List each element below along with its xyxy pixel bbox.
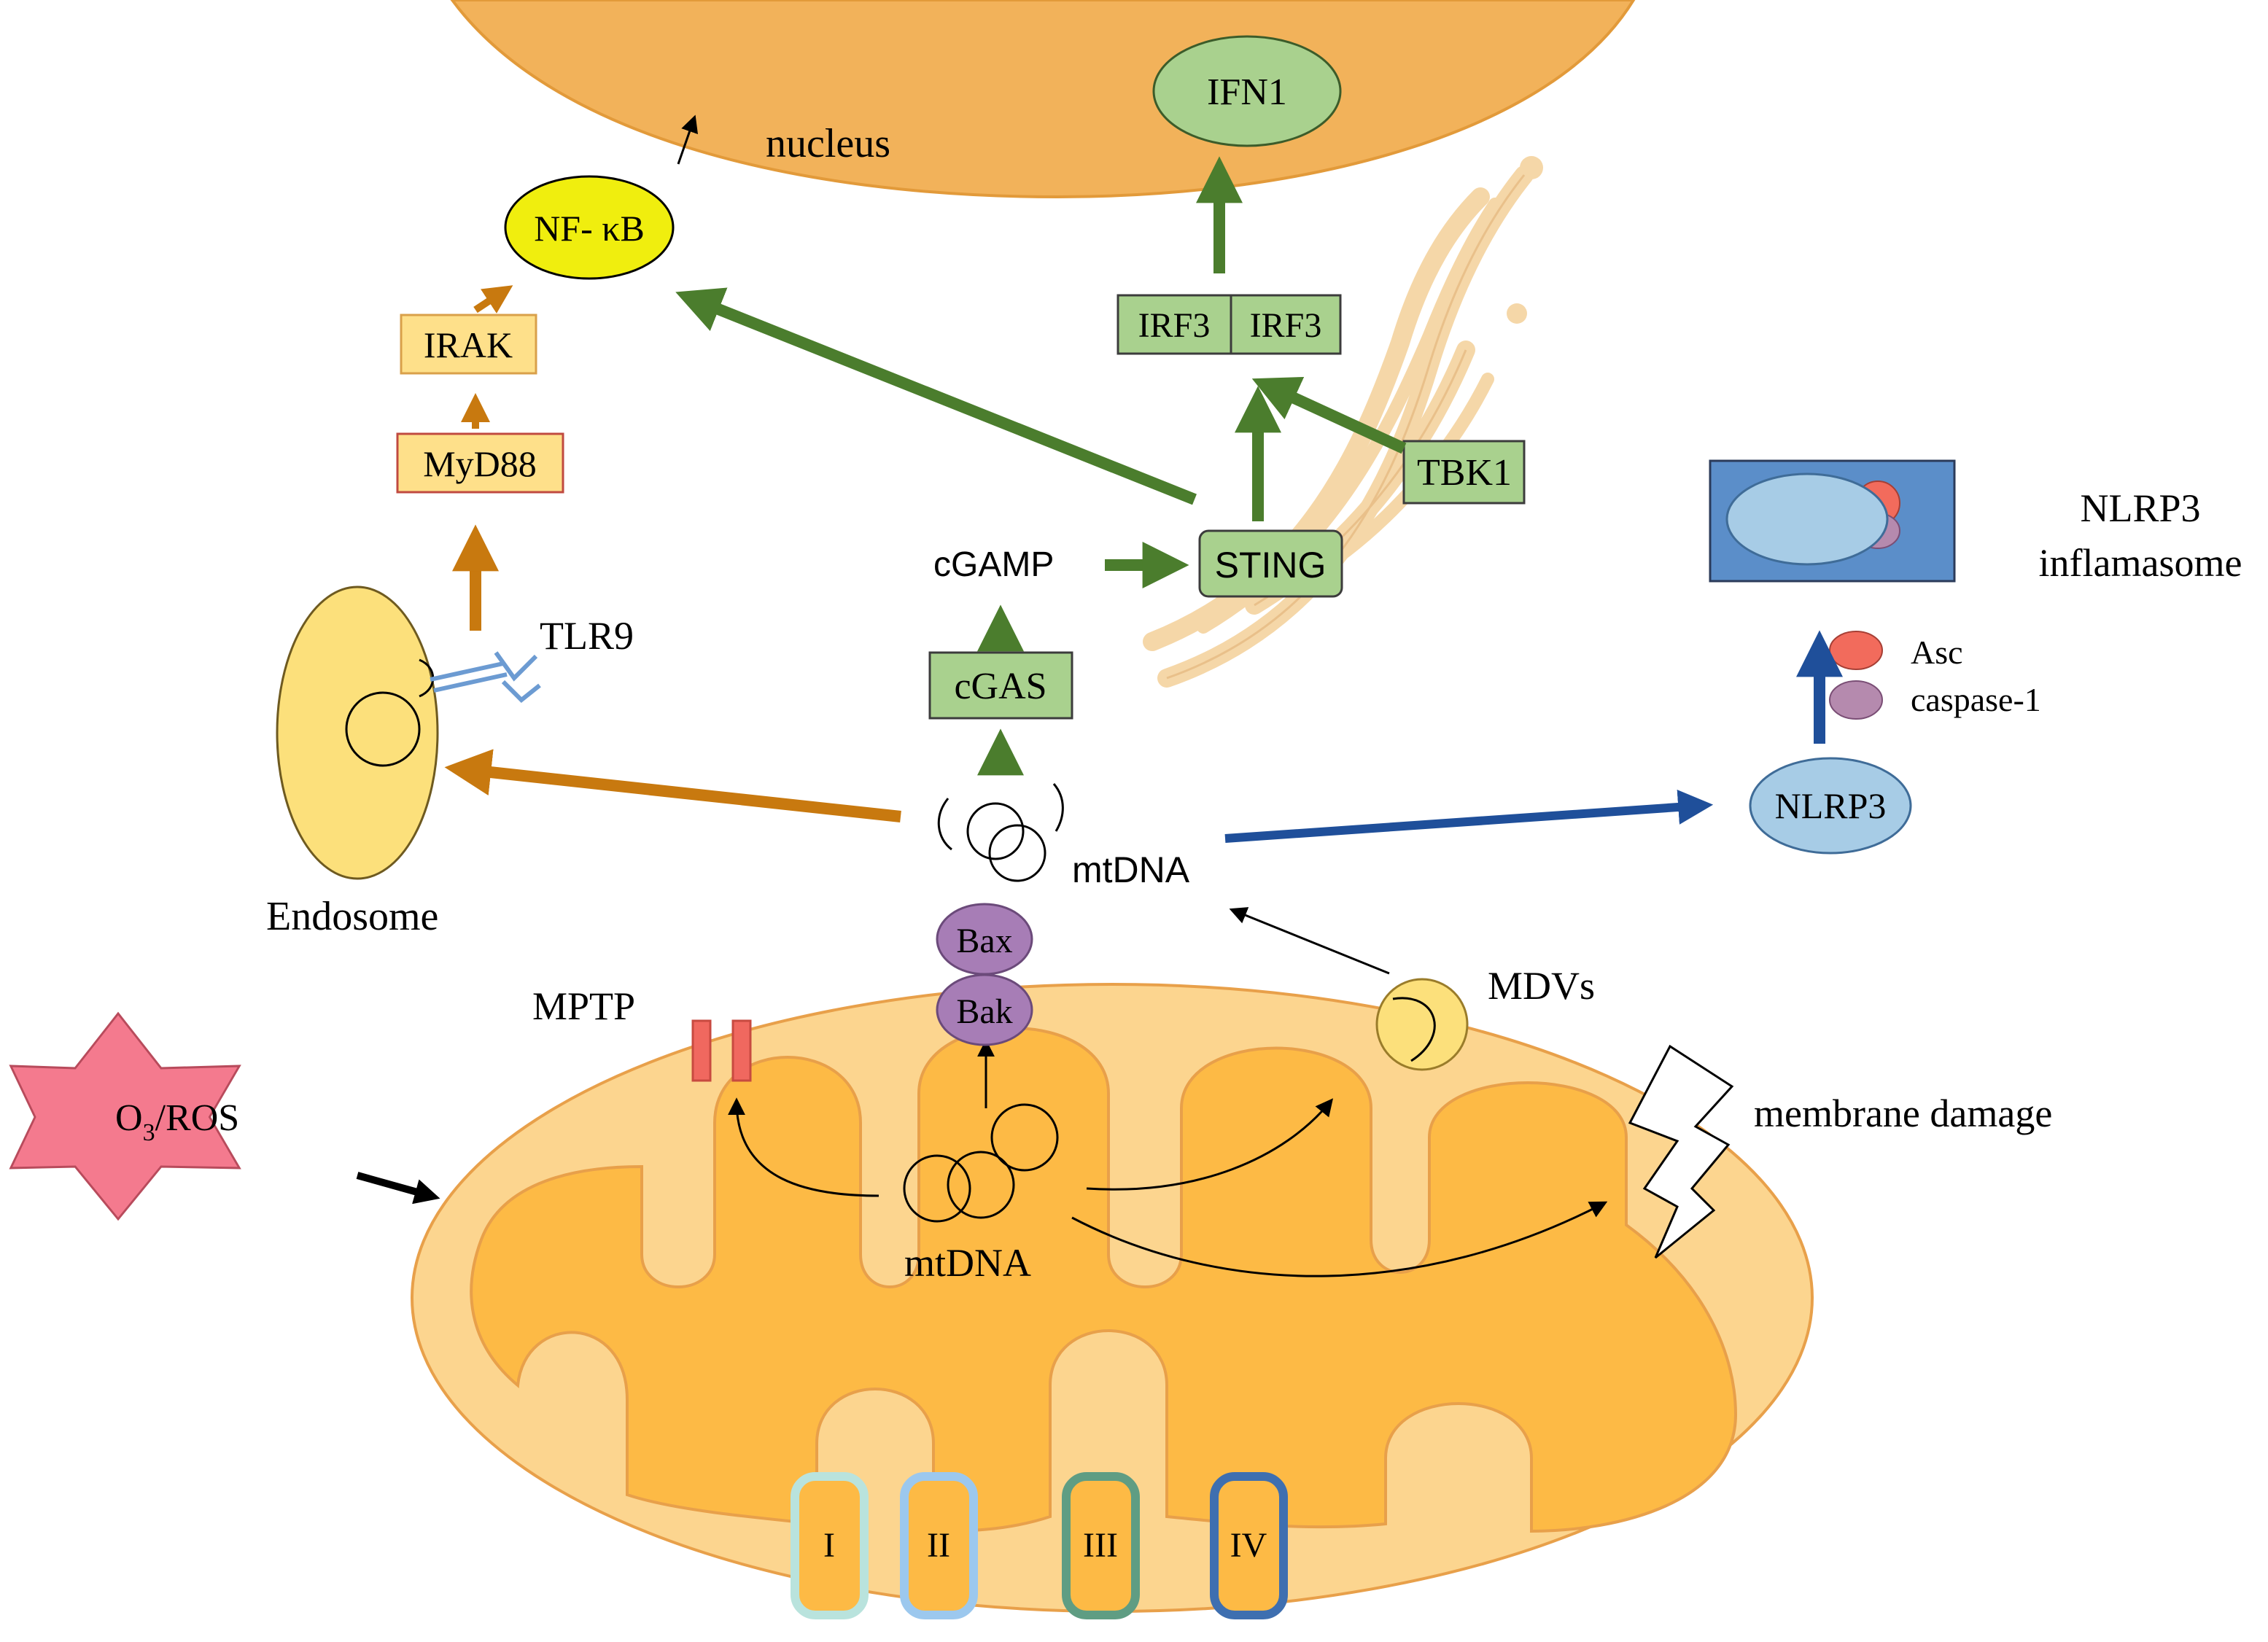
svg-text:NF- κB: NF- κB bbox=[534, 208, 645, 249]
membrane-damage-label: membrane damage bbox=[1754, 1092, 2052, 1135]
complex-iii: III bbox=[1062, 1472, 1140, 1619]
mitochondrion bbox=[411, 983, 1814, 1613]
svg-text:IRAK: IRAK bbox=[424, 324, 513, 365]
nucleus: nucleus bbox=[450, 0, 1636, 199]
endosome bbox=[276, 585, 439, 880]
svg-text:caspase-1: caspase-1 bbox=[1911, 681, 2041, 718]
asc-legend: Asc bbox=[1829, 631, 1963, 671]
ros-star: O3/ROS bbox=[9, 1011, 241, 1221]
svg-text:O3/ROS: O3/ROS bbox=[115, 1097, 239, 1146]
ros-label-sub: 3 bbox=[143, 1119, 155, 1146]
inflammasome-complex bbox=[1709, 459, 1956, 583]
complex-i: I bbox=[791, 1472, 869, 1619]
mptp-channel bbox=[691, 1019, 752, 1082]
mdvs-label: MDVs bbox=[1488, 964, 1595, 1008]
irf3-b-label: IRF3 bbox=[1250, 306, 1322, 345]
ifn1-node: IFN1 bbox=[1152, 35, 1342, 147]
caspase1-legend: caspase-1 bbox=[1829, 680, 2041, 720]
svg-text:II: II bbox=[927, 1526, 950, 1565]
svg-text:I: I bbox=[823, 1526, 835, 1565]
svg-text:Bax: Bax bbox=[956, 922, 1012, 960]
mtdna-mito bbox=[903, 1103, 1059, 1223]
mptp-label: MPTP bbox=[532, 984, 635, 1028]
cgamp-label: cGAMP bbox=[933, 545, 1054, 584]
svg-text:STING: STING bbox=[1215, 545, 1327, 585]
bak: Bak bbox=[936, 973, 1033, 1046]
ros-label-rest: /ROS bbox=[155, 1097, 240, 1139]
nucleus-label: nucleus bbox=[766, 121, 890, 166]
endosome-label: Endosome bbox=[266, 894, 438, 939]
svg-text:MyD88: MyD88 bbox=[423, 443, 537, 484]
ros-label-base: O bbox=[115, 1097, 143, 1139]
tlr9-label: TLR9 bbox=[540, 614, 634, 658]
blue-arrows bbox=[1224, 630, 1843, 843]
mtdna-cytosolic-label: mtDNA bbox=[1072, 849, 1190, 890]
complex-ii: II bbox=[900, 1472, 978, 1619]
orange-arrows bbox=[444, 285, 901, 822]
svg-text:NLRP3: NLRP3 bbox=[1775, 785, 1887, 826]
mtdna-cytosolic bbox=[937, 783, 1064, 882]
inflammasome-label-1: NLRP3 bbox=[2080, 486, 2200, 530]
myd88-box: MyD88 bbox=[396, 432, 564, 494]
mtdna-mito-label: mtDNA bbox=[904, 1241, 1031, 1285]
nfkb-node: NF- κB bbox=[504, 175, 675, 280]
mdvs-vesicle bbox=[1375, 978, 1469, 1071]
inflammasome-label-2: inflamasome bbox=[2039, 541, 2242, 585]
irf3-a-label: IRF3 bbox=[1138, 306, 1211, 345]
svg-text:IV: IV bbox=[1230, 1526, 1267, 1565]
bax: Bax bbox=[936, 903, 1033, 976]
svg-text:IFN1: IFN1 bbox=[1207, 71, 1287, 113]
mdvs-to-mtdna-arrow bbox=[1229, 907, 1390, 975]
svg-text:Bak: Bak bbox=[956, 992, 1012, 1031]
tlr9-receptor bbox=[430, 651, 541, 704]
irf3-dimer: IRF3 IRF3 bbox=[1116, 294, 1342, 355]
nlrp3-node: NLRP3 bbox=[1749, 757, 1912, 855]
svg-text:cGAS: cGAS bbox=[954, 666, 1046, 707]
cgas-box: cGAS bbox=[928, 651, 1073, 720]
complex-iv: IV bbox=[1210, 1472, 1288, 1619]
lightning-icon bbox=[1628, 1044, 1734, 1259]
nfkb-to-nucleus-arrow bbox=[677, 114, 698, 165]
sting-box: STING bbox=[1198, 529, 1343, 598]
svg-text:Asc: Asc bbox=[1911, 634, 1963, 671]
irak-box: IRAK bbox=[400, 314, 537, 375]
green-arrows bbox=[675, 156, 1407, 776]
ros-to-mito-arrow bbox=[356, 1172, 440, 1205]
svg-text:III: III bbox=[1083, 1526, 1118, 1565]
svg-text:TBK1: TBK1 bbox=[1417, 452, 1512, 494]
tbk1-box: TBK1 bbox=[1402, 440, 1526, 505]
mito-internal-arrows bbox=[728, 1039, 1608, 1277]
